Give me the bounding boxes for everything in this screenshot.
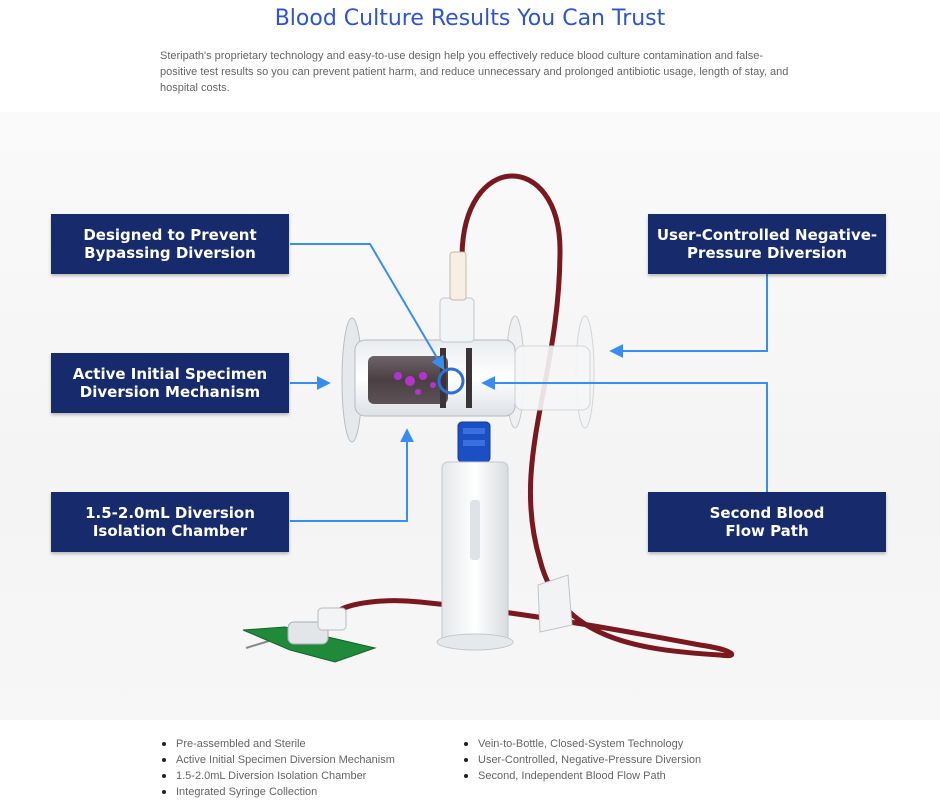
chamber-beads (394, 372, 436, 395)
label-bypass-prevention: Designed to Prevent Bypassing Diversion (51, 214, 289, 274)
callout-arrows (290, 243, 768, 522)
intro-paragraph: Steripath's proprietary technology and e… (160, 50, 789, 94)
feature-item: Active Initial Specimen Diversion Mechan… (162, 752, 395, 768)
features-list-left: Pre-assembled and Sterile Active Initial… (162, 736, 395, 800)
label-negative-pressure: User-Controlled Negative- Pressure Diver… (648, 214, 886, 274)
feature-item: Second, Independent Blood Flow Path (464, 768, 701, 784)
check-valve (437, 367, 465, 395)
label-isolation-chamber: 1.5-2.0mL Diversion Isolation Chamber (51, 492, 289, 552)
feature-item: 1.5-2.0mL Diversion Isolation Chamber (162, 768, 395, 784)
feature-item: Vein-to-Bottle, Closed-System Technology (464, 736, 701, 752)
features-list-right: Vein-to-Bottle, Closed-System Technology… (464, 736, 701, 784)
plunger-barrel (514, 345, 591, 411)
page-title: Blood Culture Results You Can Trust (274, 6, 666, 31)
steripath-device-illustration (242, 173, 768, 663)
luer-tip (449, 251, 467, 301)
feature-item: Integrated Syringe Collection (162, 784, 395, 800)
label-active-diversion: Active Initial Specimen Diversion Mechan… (51, 353, 289, 413)
luer-connector (439, 297, 475, 343)
tubing-clip (537, 574, 573, 633)
feature-item: Pre-assembled and Sterile (162, 736, 395, 752)
butterfly-needle (242, 607, 377, 663)
feature-item: User-Controlled, Negative-Pressure Diver… (464, 752, 701, 768)
label-second-flow-path: Second Blood Flow Path (648, 492, 886, 552)
